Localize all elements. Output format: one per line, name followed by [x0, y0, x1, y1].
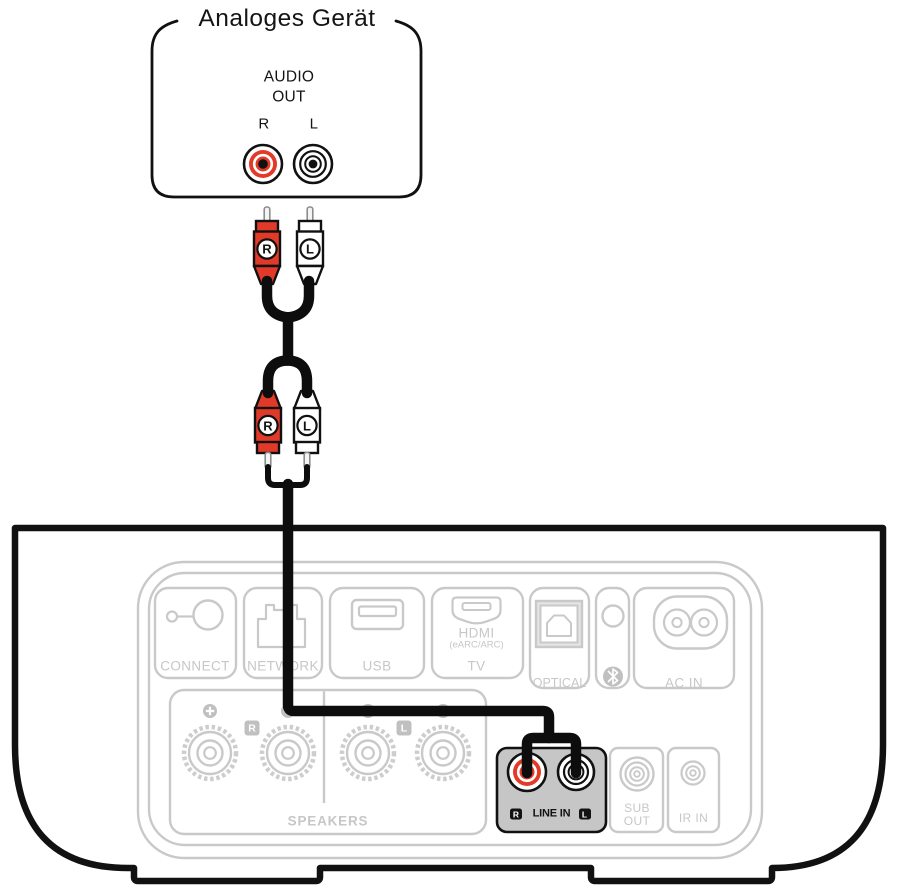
cable-line-in-drops [521, 732, 582, 779]
sub-out-box [608, 746, 665, 834]
analog-device-box [150, 19, 423, 199]
port-label-hdmi: HDMI [458, 624, 495, 640]
line-in-label: LINE IN [532, 807, 571, 819]
cable-lower-arch [262, 355, 313, 399]
port-hdmi-box [430, 586, 525, 680]
rca-plug-red-icon [252, 206, 282, 286]
bluetooth-icon [603, 666, 623, 687]
jack-label-r: R [258, 115, 270, 133]
audio-out-label-line2: OUT [272, 88, 306, 106]
rear-panel-recess [136, 560, 764, 860]
rca-plug-white-icon [292, 389, 322, 470]
speakers-label: SPEAKERS [287, 812, 369, 828]
speaker-terminal-icon [339, 724, 397, 782]
port-connect-box [153, 586, 238, 680]
power-inlet-icon [652, 595, 729, 650]
rca-plug-red-icon [253, 389, 283, 470]
rca-jack-white-icon [292, 143, 334, 185]
line-in-right-badge: R [510, 808, 522, 820]
analog-device-title: Analoges Gerät [198, 4, 376, 32]
speaker-terminal-icon [414, 724, 472, 782]
port-bluetooth-box [594, 586, 631, 690]
lower-plug-r-letter: R [263, 418, 273, 433]
ir-in-jack-icon [680, 760, 706, 786]
port-label-optical: OPTICAL [532, 675, 587, 690]
speaker-terminal-icon [181, 724, 239, 782]
lower-plug-l-letter: L [303, 418, 311, 433]
rca-jack-red-icon [242, 143, 284, 185]
audio-out-label-line1: AUDIO [263, 68, 315, 86]
device-outline [11, 524, 887, 885]
upper-plug-l-letter: L [306, 241, 314, 257]
rca-plug-white-icon [295, 206, 325, 286]
port-label-tv: TV [467, 658, 486, 674]
cable-main-run [282, 478, 555, 744]
speaker-terminal-icon [259, 724, 317, 782]
port-ac-in-box [632, 586, 736, 690]
bluetooth-button-icon [601, 604, 625, 628]
usb-port-icon [350, 598, 405, 631]
jack-label-l: L [309, 115, 319, 133]
upper-plug-r-letter: R [262, 241, 272, 257]
speaker-right-badge: R [244, 720, 260, 736]
port-label-connect: CONNECT [160, 657, 230, 673]
speaker-left-badge: L [396, 720, 412, 736]
cable-upper-y [261, 275, 315, 323]
plus-icon [203, 704, 217, 718]
line-in-left-badge: L [578, 808, 591, 820]
optical-port-icon [534, 599, 584, 649]
ir-in-label: IR IN [678, 811, 709, 825]
hdmi-port-icon [451, 596, 502, 625]
speakers-section-box [168, 688, 488, 836]
port-label-usb: USB [362, 657, 392, 673]
connect-button-icon [165, 599, 224, 631]
port-usb-box [328, 586, 426, 680]
port-label-hdmi-earc: (eARC/ARC) [449, 638, 504, 650]
ir-in-box [666, 746, 721, 834]
sub-out-label-line1: SUB [624, 800, 650, 815]
sub-out-jack-icon [619, 756, 655, 792]
port-label-ac-in: AC IN [664, 675, 704, 691]
port-optical-box [528, 586, 591, 690]
sub-out-label-line2: OUT [623, 813, 651, 828]
